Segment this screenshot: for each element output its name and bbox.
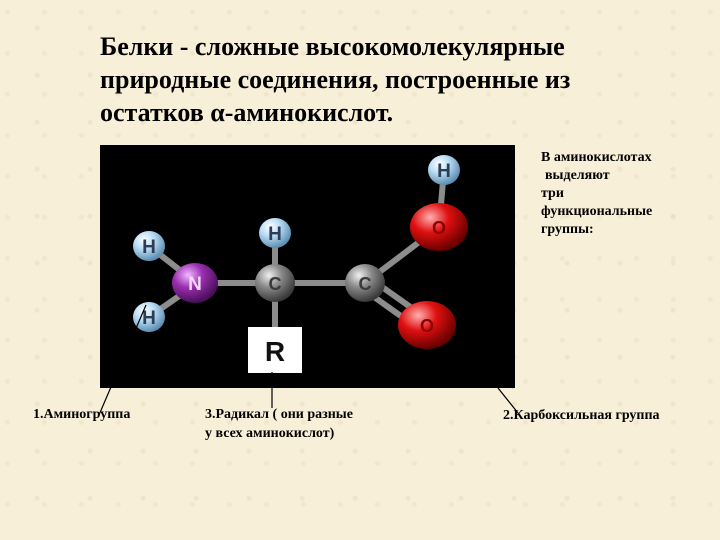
molecule-diagram: H H N H C C H [133, 155, 468, 373]
svg-text:N: N [188, 274, 202, 295]
oxygen-atom: O [398, 301, 456, 349]
svg-text:H: H [437, 161, 451, 182]
hydrogen-atom: H [259, 218, 291, 248]
radical-caption-line: у всех аминокислот) [205, 426, 335, 441]
title-line: остатков α-аминокислот. [100, 98, 394, 127]
page-title: Белки - сложные высокомолекулярные приро… [100, 30, 700, 129]
svg-text:O: O [432, 218, 446, 238]
svg-text:R: R [265, 336, 285, 367]
oxygen-atom: O [410, 203, 468, 251]
functional-groups-note: В аминокислотах выделяют три функциональ… [541, 149, 711, 239]
radical-caption: 3.Радикал ( они разные у всех аминокисло… [205, 405, 435, 443]
note-line: выделяют [545, 168, 610, 183]
note-line: группы: [541, 222, 594, 237]
hydrogen-atom: H [133, 302, 165, 332]
amino-acid-model: H H N H C C H [100, 145, 515, 388]
title-line: природные соединения, построенные из [100, 65, 571, 94]
svg-text:O: O [420, 316, 434, 336]
radical-box: R [248, 327, 302, 373]
svg-text:H: H [142, 308, 156, 329]
hydrogen-atom: H [428, 155, 460, 185]
title-line: Белки - сложные высокомолекулярные [100, 32, 565, 61]
svg-text:H: H [142, 237, 156, 258]
note-line: три [541, 186, 564, 201]
carboxyl-group-caption: 2.Карбоксильная группа [503, 408, 660, 423]
hydrogen-atom: H [133, 231, 165, 261]
bonds [146, 167, 447, 334]
nitrogen-atom: N [172, 263, 218, 303]
svg-text:H: H [268, 224, 282, 245]
radical-caption-line: 3.Радикал ( они разные [205, 407, 353, 422]
carbon-atom: C [345, 264, 385, 302]
carbon-atom: C [255, 264, 295, 302]
svg-text:C: C [359, 274, 372, 294]
note-line: В аминокислотах [541, 150, 652, 165]
svg-text:C: C [269, 274, 282, 294]
note-line: функциональные [541, 204, 653, 219]
amino-group-caption: 1.Аминогруппа [33, 407, 131, 422]
